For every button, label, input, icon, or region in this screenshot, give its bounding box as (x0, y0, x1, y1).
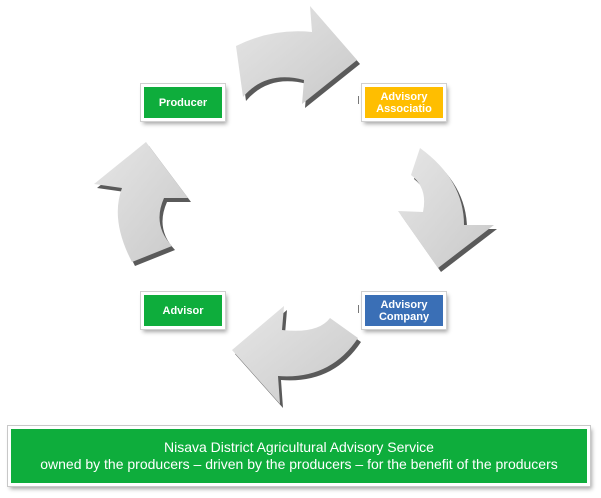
arrow-company-to-advisor (232, 306, 361, 408)
node-advisory-company-label: Advisory Company (378, 298, 430, 323)
footer-title: Nisava District Agricultural Advisory Se… (164, 439, 434, 455)
arrow-advisor-to-producer (94, 142, 191, 266)
node-producer-label: Producer (158, 96, 208, 109)
node-advisory-company: Advisory Company (362, 292, 446, 329)
connector-tick (358, 96, 362, 104)
arrow-producer-to-association (236, 6, 360, 108)
footer-banner: Nisava District Agricultural Advisory Se… (8, 426, 590, 486)
connector-tick (358, 305, 362, 313)
node-advisory-association-label: Advisory Associatio (376, 90, 432, 115)
arrow-association-to-company (398, 148, 497, 272)
node-advisor: Advisor (141, 292, 225, 329)
node-advisory-association: Advisory Associatio (362, 84, 446, 121)
node-advisor-label: Advisor (162, 304, 204, 317)
footer-subtitle: owned by the producers – driven by the p… (40, 456, 558, 472)
node-producer: Producer (141, 84, 225, 121)
